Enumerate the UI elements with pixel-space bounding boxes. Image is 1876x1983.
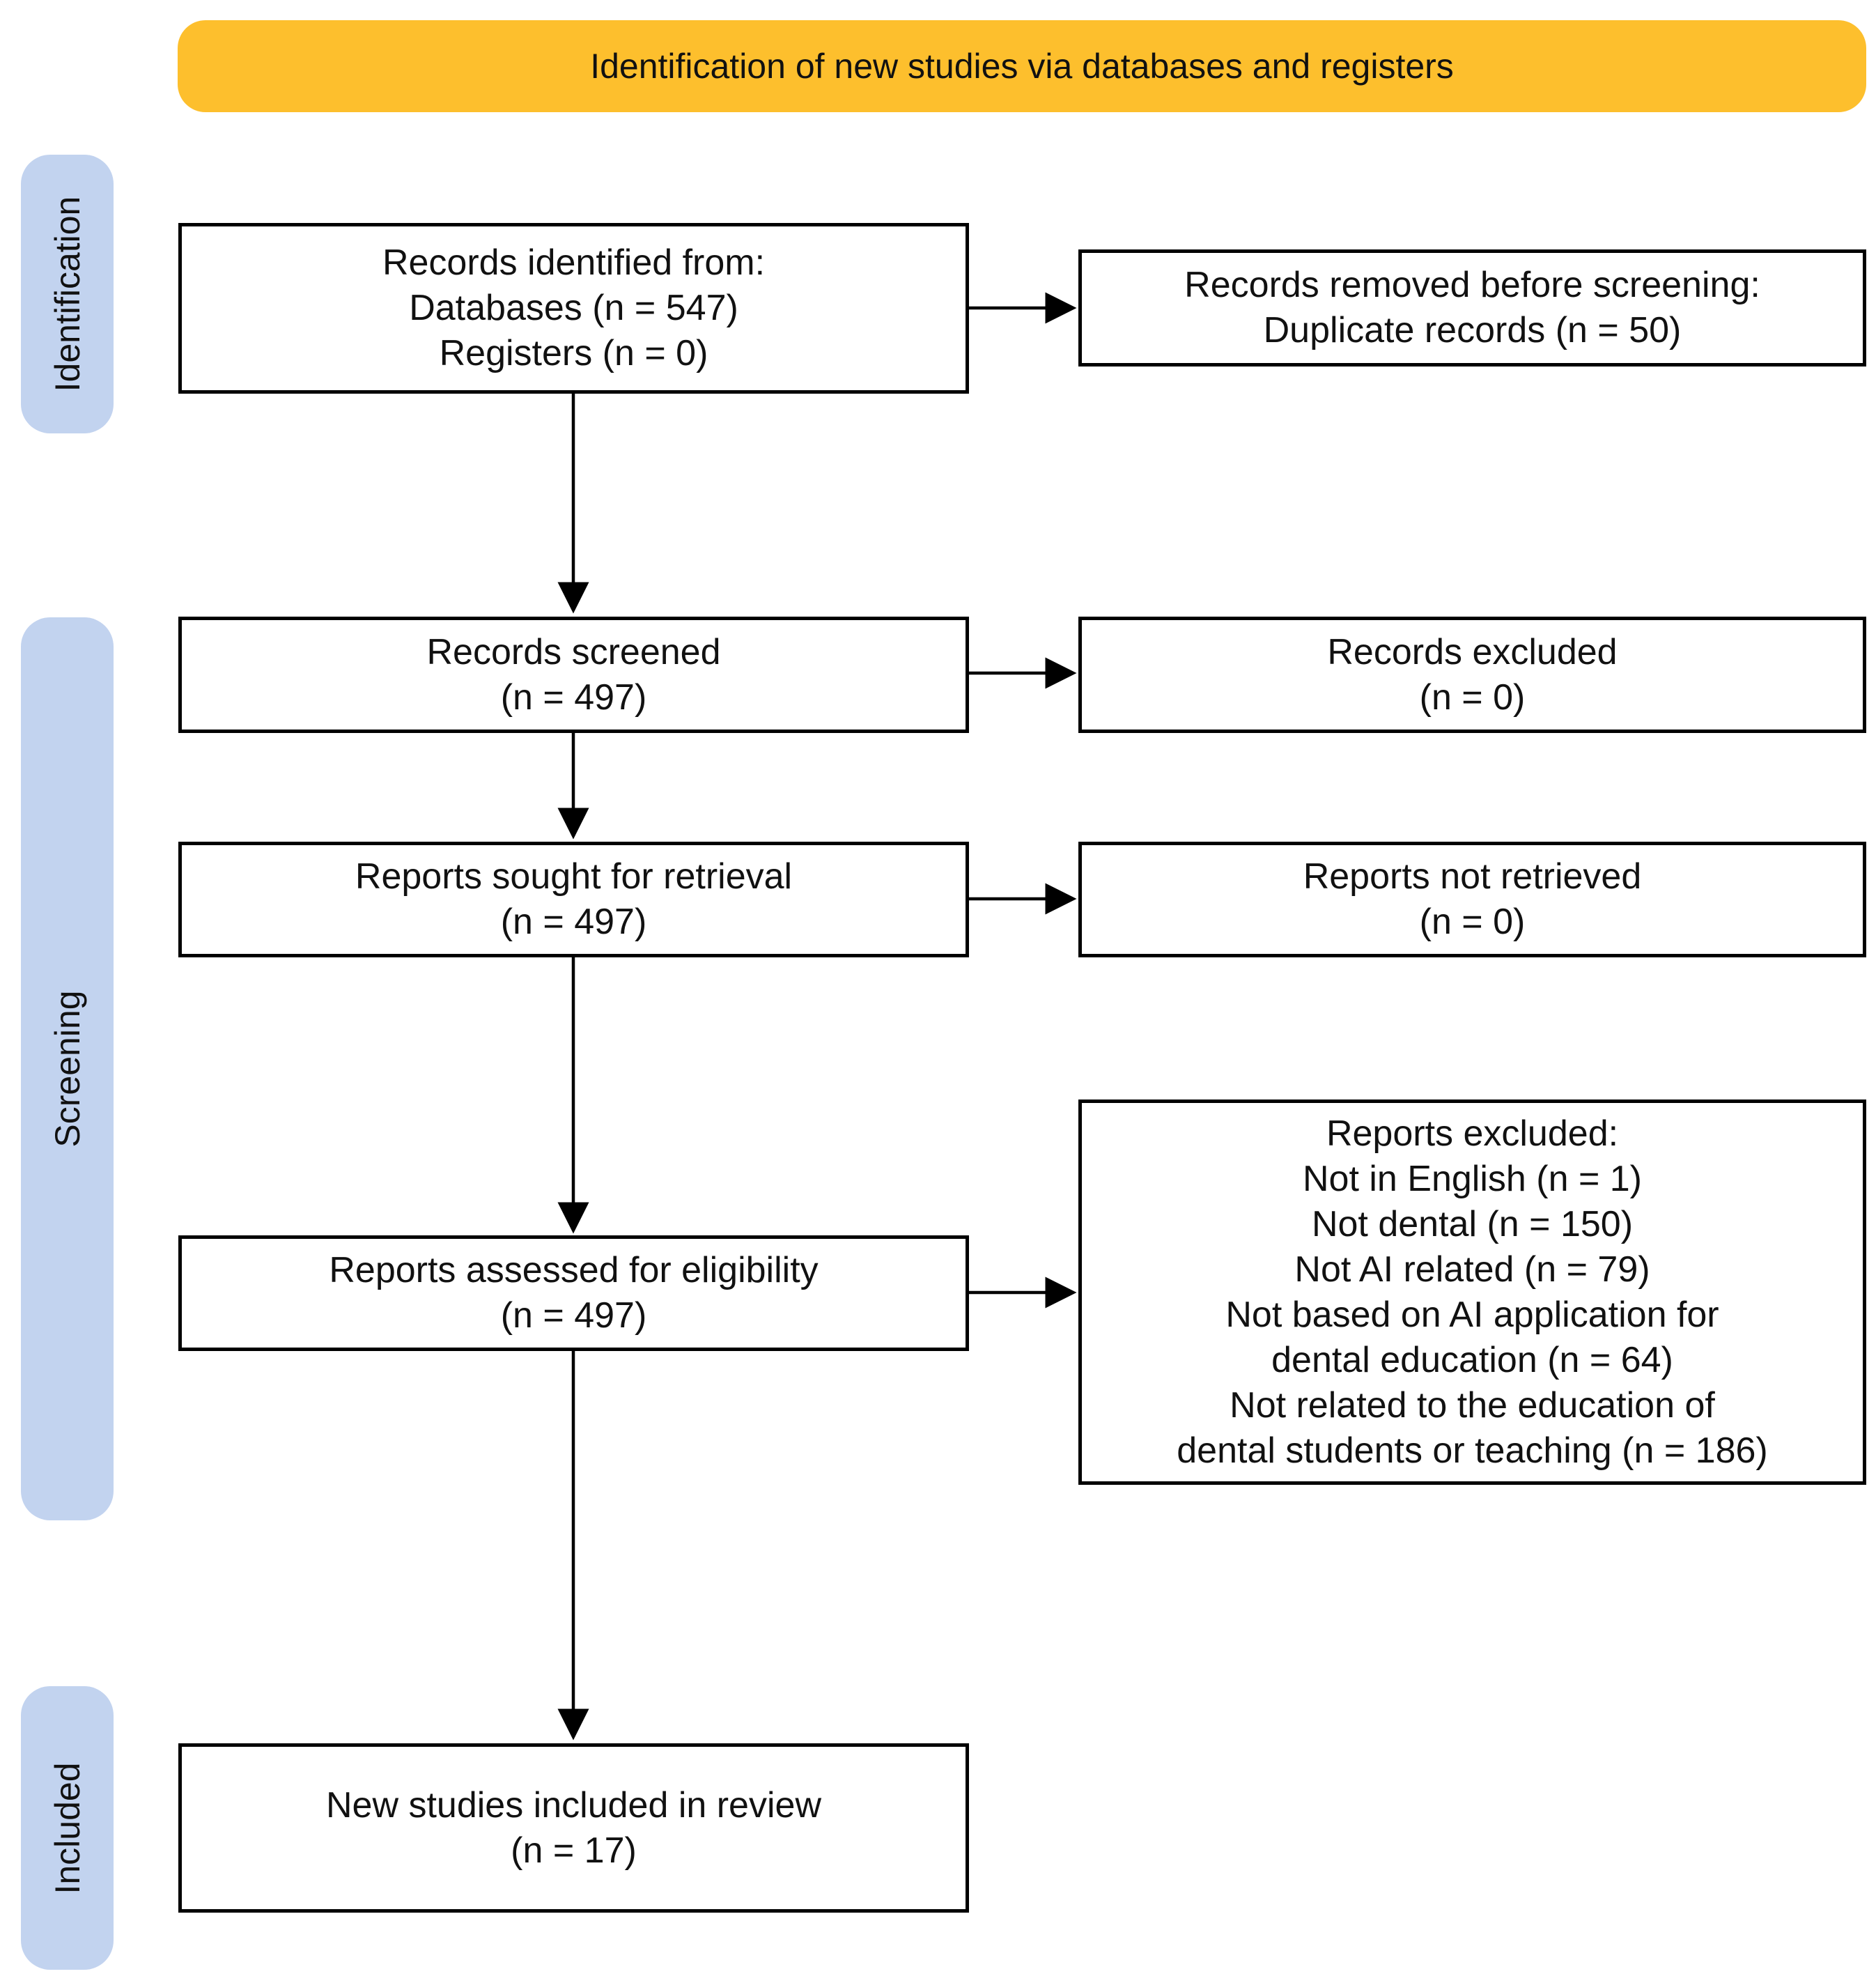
- reports-excluded-not-ai-application-cont: dental education (n = 64): [1271, 1339, 1673, 1380]
- records-excluded-heading: Records excluded: [1327, 631, 1618, 672]
- phase-identification: Identification: [21, 155, 114, 433]
- reports-sought-box: Reports sought for retrieval (n = 497): [178, 842, 969, 957]
- reports-excluded-heading: Reports excluded:: [1326, 1113, 1619, 1154]
- records-excluded-count: (n = 0): [1419, 677, 1526, 718]
- reports-not-retrieved-count: (n = 0): [1419, 902, 1526, 942]
- phase-screening: Screening: [21, 617, 114, 1520]
- studies-included-heading: New studies included in review: [325, 1784, 821, 1826]
- header-bar: Identification of new studies via databa…: [178, 20, 1866, 112]
- header-title: Identification of new studies via databa…: [590, 47, 1454, 86]
- records-removed-box: Records removed before screening: Duplic…: [1078, 249, 1866, 366]
- records-excluded-box: Records excluded (n = 0): [1078, 617, 1866, 733]
- reports-assessed-box: Reports assessed for eligibility (n = 49…: [178, 1235, 969, 1351]
- reports-excluded-not-dental: Not dental (n = 150): [1311, 1203, 1634, 1244]
- reports-not-retrieved-box: Reports not retrieved (n = 0): [1078, 842, 1866, 957]
- reports-excluded-not-ai: Not AI related (n = 79): [1294, 1249, 1650, 1290]
- records-identified-heading: Records identified from:: [382, 242, 766, 283]
- studies-included-count: (n = 17): [511, 1830, 637, 1871]
- records-screened-box: Records screened (n = 497): [178, 617, 969, 733]
- reports-excluded-not-english: Not in English (n = 1): [1302, 1158, 1643, 1199]
- records-removed-heading: Records removed before screening:: [1184, 265, 1760, 305]
- records-identified-registers: Registers (n = 0): [439, 333, 708, 373]
- phase-included: Included: [21, 1686, 114, 1970]
- studies-included-box: New studies included in review (n = 17): [178, 1743, 969, 1913]
- reports-excluded-not-education-cont: dental students or teaching (n = 186): [1177, 1430, 1768, 1471]
- records-screened-heading: Records screened: [426, 631, 721, 672]
- reports-sought-heading: Reports sought for retrieval: [355, 856, 793, 897]
- reports-not-retrieved-heading: Reports not retrieved: [1303, 856, 1642, 897]
- reports-assessed-count: (n = 497): [500, 1295, 647, 1336]
- records-screened-count: (n = 497): [500, 677, 647, 718]
- reports-excluded-not-education: Not related to the education of: [1230, 1384, 1715, 1426]
- reports-assessed-heading: Reports assessed for eligibility: [329, 1250, 819, 1290]
- reports-sought-count: (n = 497): [500, 902, 647, 942]
- records-identified-databases: Databases (n = 547): [409, 288, 738, 328]
- reports-excluded-not-ai-application: Not based on AI application for: [1225, 1294, 1719, 1335]
- records-removed-duplicates: Duplicate records (n = 50): [1263, 310, 1682, 350]
- records-identified-box: Records identified from: Databases (n = …: [178, 223, 969, 394]
- reports-excluded-box: Reports excluded: Not in English (n = 1)…: [1078, 1099, 1866, 1485]
